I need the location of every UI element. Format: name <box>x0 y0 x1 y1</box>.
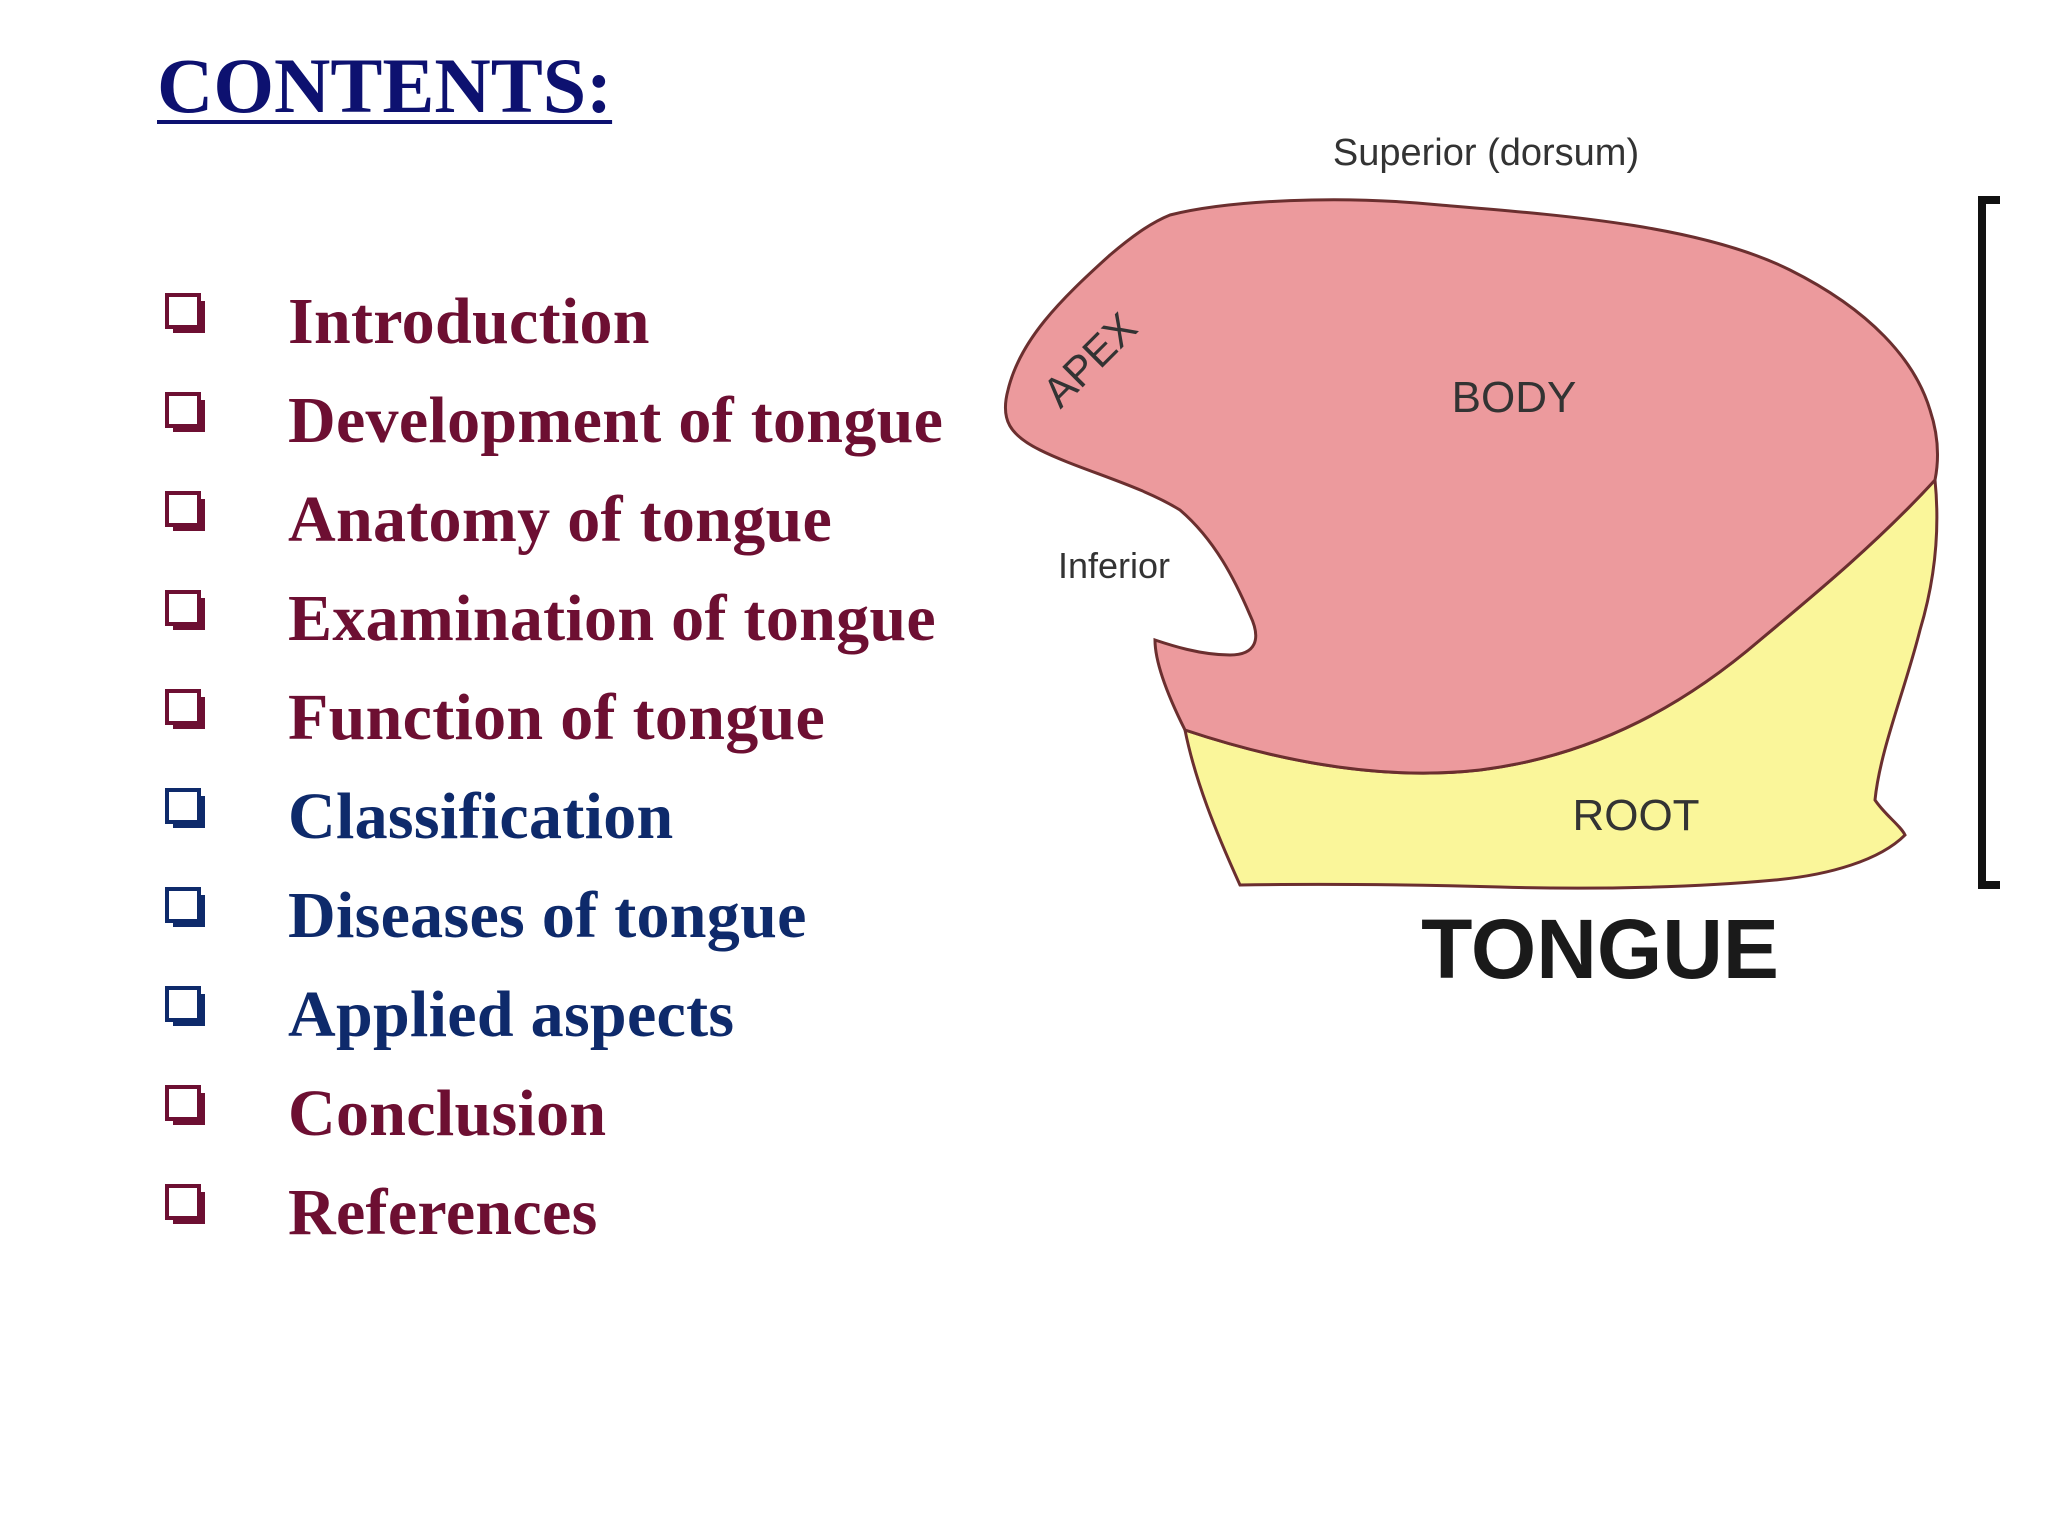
hollow-square-bullet-icon <box>165 986 205 1026</box>
tongue-diagram: Superior (dorsum) APEX BODY Inferior ROO… <box>990 120 2048 1020</box>
superior-label: Superior (dorsum) <box>1333 132 1639 174</box>
hollow-square-bullet-icon <box>165 887 205 927</box>
inferior-label: Inferior <box>1058 545 1170 586</box>
list-item-label: Classification <box>288 780 674 853</box>
list-item-label: Function of tongue <box>288 681 826 754</box>
slide-title: CONTENTS: <box>157 42 613 129</box>
list-item-label: Examination of tongue <box>288 582 937 655</box>
root-label: ROOT <box>1572 791 1699 840</box>
list-item-label: Development of tongue <box>288 384 944 457</box>
diagram-caption: TONGUE <box>1421 902 1779 996</box>
hollow-square-bullet-icon <box>165 392 205 432</box>
right-bracket <box>1978 196 2000 889</box>
list-item-label: Introduction <box>288 285 650 358</box>
hollow-square-bullet-icon <box>165 293 205 333</box>
hollow-square-bullet-icon <box>165 491 205 531</box>
list-item-label: Anatomy of tongue <box>288 483 833 556</box>
list-item-label: Diseases of tongue <box>288 879 807 952</box>
list-item-label: References <box>288 1176 598 1249</box>
tongue-body-region <box>1003 198 1939 775</box>
list-item-label: Applied aspects <box>288 978 735 1051</box>
body-label: BODY <box>1452 373 1577 422</box>
list-item-label: Conclusion <box>288 1077 607 1150</box>
hollow-square-bullet-icon <box>165 590 205 630</box>
hollow-square-bullet-icon <box>165 1085 205 1125</box>
hollow-square-bullet-icon <box>165 689 205 729</box>
hollow-square-bullet-icon <box>165 1184 205 1224</box>
hollow-square-bullet-icon <box>165 788 205 828</box>
tongue-diagram-svg: Superior (dorsum) APEX BODY Inferior ROO… <box>1003 132 2000 996</box>
